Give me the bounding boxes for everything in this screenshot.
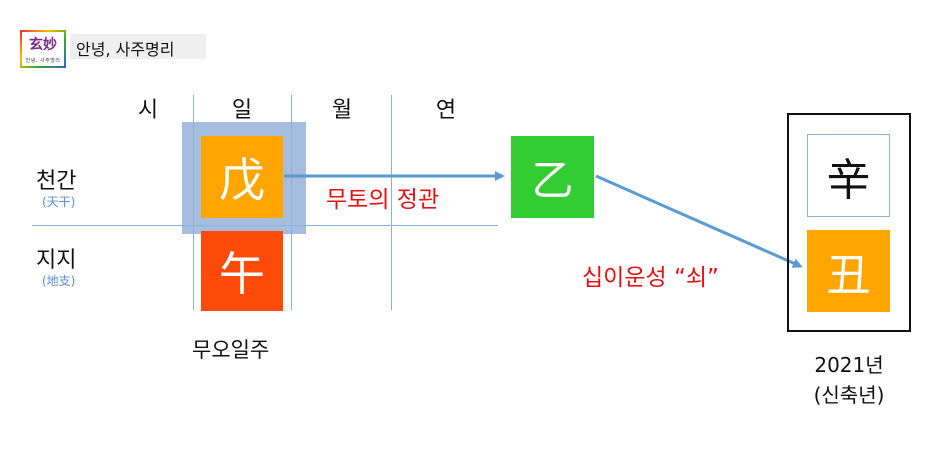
- column-header-year: 연: [435, 98, 457, 123]
- grid-line: [391, 95, 392, 310]
- month-stem-tile: 乙: [511, 136, 594, 218]
- logo-mark: 玄妙: [29, 37, 57, 53]
- logo: 玄妙 안녕, 사주명리: [20, 30, 66, 68]
- stage-arrow: [595, 174, 803, 268]
- twelve-stage-label: 십이운성 “쇠”: [582, 265, 719, 291]
- brand-bar: [70, 34, 206, 59]
- brand-title: 안녕, 사주명리: [76, 40, 175, 59]
- year-branch-tile: 丑: [807, 230, 890, 312]
- day-pillar-caption: 무오일주: [192, 338, 270, 362]
- row-subheader-stem: (天干): [42, 195, 76, 209]
- column-header-hour: 시: [137, 98, 159, 123]
- row-header-branch: 지지: [36, 248, 77, 273]
- grid-line: [32, 225, 498, 226]
- year-pillar-frame: [787, 113, 911, 332]
- column-header-day: 일: [231, 98, 253, 123]
- day-stem-tile: 戊: [201, 136, 283, 218]
- row-header-stem: 천간: [36, 169, 77, 194]
- year-label: 2021년: [814, 353, 884, 377]
- grid-line: [193, 95, 194, 310]
- relation-label: 무토의 정관: [326, 187, 440, 213]
- year-stem-tile: 辛: [807, 134, 890, 217]
- year-name-label: (신축년): [813, 383, 885, 407]
- logo-subtext: 안녕, 사주명리: [25, 58, 61, 64]
- day-branch-tile: 午: [201, 231, 283, 311]
- grid-line: [291, 95, 292, 310]
- row-subheader-branch: (地支): [42, 274, 76, 288]
- column-header-month: 월: [331, 98, 353, 123]
